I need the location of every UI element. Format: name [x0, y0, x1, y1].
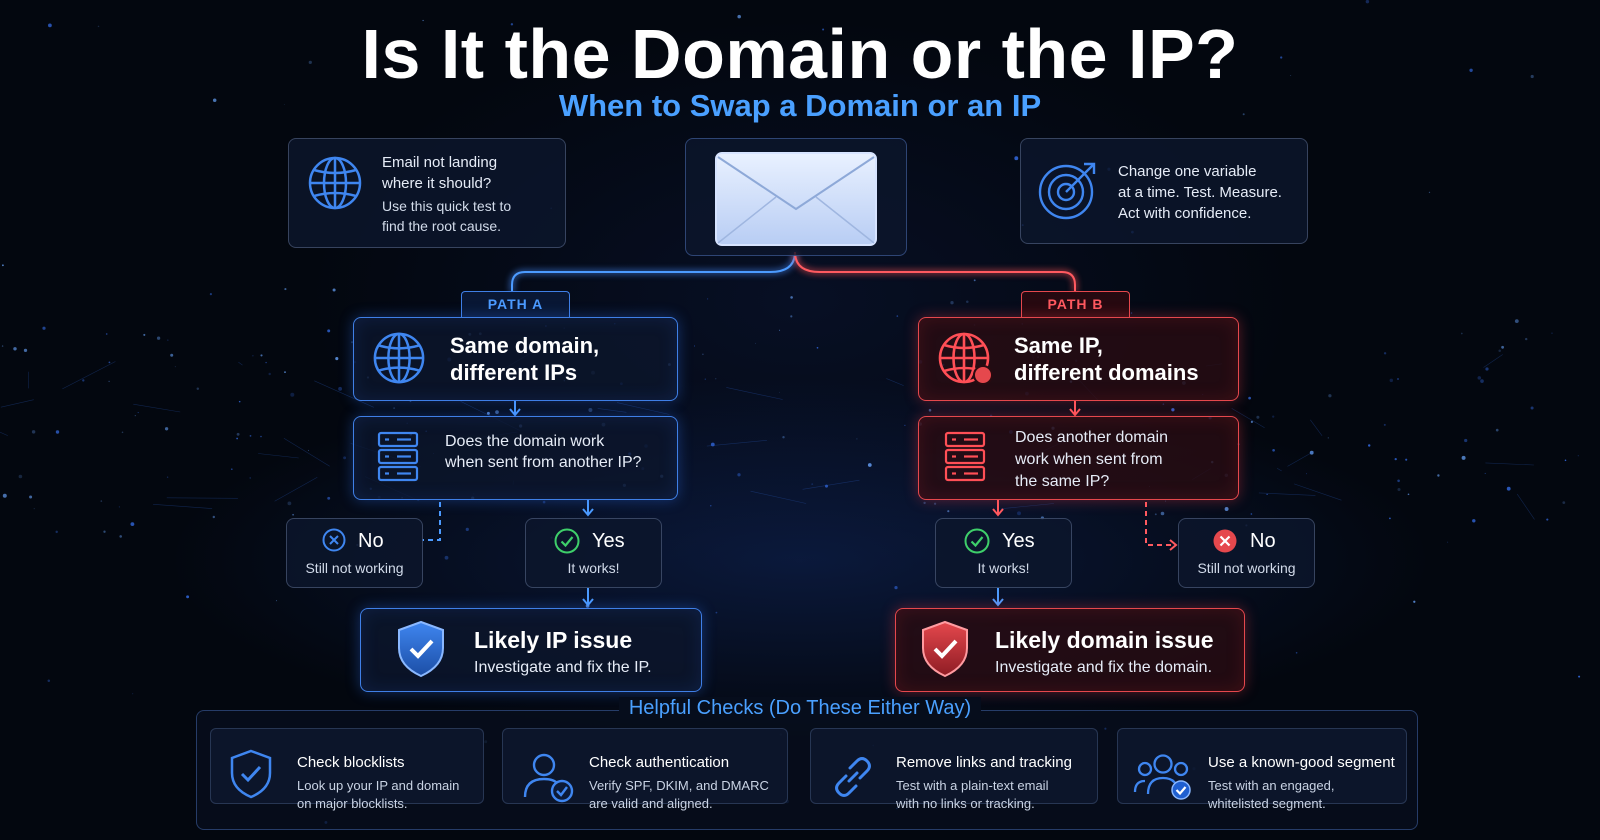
globe-icon — [308, 156, 362, 210]
path-a-yes-sub: It works! — [567, 560, 620, 576]
check-desc-authentication-1: Verify SPF, DKIM, and DMARC — [589, 778, 769, 793]
check-title-links: Remove links and tracking — [896, 754, 1072, 771]
page-title: Is It the Domain or the IP? — [361, 15, 1239, 93]
path-b-yes-sub: It works! — [977, 560, 1030, 576]
globe-alert-icon — [938, 332, 993, 385]
envelope-icon — [715, 152, 877, 246]
path-a-heading-line1: Same domain, — [450, 333, 600, 358]
check-card-authentication — [502, 728, 788, 804]
check-desc-segment-1: Test with an engaged, — [1208, 778, 1335, 793]
path-b-no-label: No — [1250, 530, 1276, 552]
path-b-heading-line2: different domains — [1014, 360, 1199, 385]
check-desc-links-1: Test with a plain-text email — [896, 778, 1049, 793]
check-title-segment: Use a known-good segment — [1208, 754, 1395, 771]
path-b-yes-card — [935, 518, 1072, 588]
path-b-question-line2: work when sent from — [1015, 451, 1163, 468]
globe-icon — [373, 332, 425, 384]
path-b-question-card — [918, 416, 1239, 500]
target-icon — [1038, 162, 1096, 220]
path-a-result-title: Likely IP issue — [474, 627, 633, 653]
intro-left-line4: find the root cause. — [382, 218, 502, 234]
path-a-no-label: No — [358, 530, 384, 552]
intro-left-line1: Email not landing — [382, 154, 498, 171]
path-a-question-line1: Does the domain work — [445, 433, 605, 450]
check-title-authentication: Check authentication — [589, 754, 730, 771]
path-a-heading-line2: different IPs — [450, 360, 578, 385]
helpful-checks-heading: Helpful Checks (Do These Either Way) — [0, 697, 1600, 720]
x-circle-icon — [322, 528, 346, 552]
intro-right-line1: Change one variable — [1118, 163, 1257, 180]
users-check-icon — [1133, 754, 1191, 800]
shield-check-icon — [398, 620, 444, 678]
server-icon — [944, 431, 986, 482]
path-b-question-line3: the same IP? — [1015, 473, 1110, 490]
path-a-question-line2: when sent from another IP? — [445, 454, 642, 471]
path-a-result-sub: Investigate and fix the IP. — [474, 659, 652, 676]
check-circle-icon — [964, 528, 990, 554]
path-b-result-sub: Investigate and fix the domain. — [995, 659, 1213, 676]
intro-right-line3: Act with confidence. — [1118, 205, 1252, 222]
check-card-links — [810, 728, 1098, 804]
check-desc-segment-2: whitelisted segment. — [1208, 796, 1326, 811]
server-icon — [377, 431, 419, 482]
check-card-blocklists — [210, 728, 484, 804]
path-a-no-card — [286, 518, 423, 588]
intro-right-line2: at a time. Test. Measure. — [1118, 184, 1282, 201]
path-b-yes-label: Yes — [1002, 530, 1035, 552]
path-b-result-title: Likely domain issue — [995, 627, 1214, 653]
path-b-tag: PATH B — [1021, 291, 1130, 317]
helpful-checks-heading-text: Helpful Checks (Do These Either Way) — [618, 697, 982, 719]
path-b-question-line1: Does another domain — [1015, 429, 1168, 446]
path-b-no-card — [1178, 518, 1315, 588]
intro-left-line2: where it should? — [382, 175, 492, 192]
check-desc-links-2: with no links or tracking. — [896, 796, 1035, 811]
shield-check-icon — [230, 749, 272, 799]
shield-check-icon — [922, 620, 968, 678]
check-desc-authentication-2: are valid and aligned. — [589, 796, 713, 811]
path-a-yes-label: Yes — [592, 530, 625, 552]
link-icon — [835, 757, 871, 797]
path-a-question-card — [353, 416, 678, 500]
path-b-heading-line1: Same IP, — [1014, 333, 1103, 358]
check-desc-blocklists-1: Look up your IP and domain — [297, 778, 460, 793]
path-b-no-sub: Still not working — [1197, 560, 1296, 576]
path-a-tag: PATH A — [461, 291, 570, 317]
path-a-no-sub: Still not working — [305, 560, 404, 576]
intro-left-line3: Use this quick test to — [382, 198, 512, 214]
check-title-blocklists: Check blocklists — [297, 754, 405, 771]
path-a-yes-card — [525, 518, 662, 588]
page-subtitle: When to Swap a Domain or an IP — [558, 88, 1042, 123]
check-circle-icon — [554, 528, 580, 554]
check-desc-blocklists-2: on major blocklists. — [297, 796, 408, 811]
x-circle-icon — [1213, 529, 1237, 553]
check-card-segment — [1117, 728, 1407, 804]
intro-card-left — [288, 138, 566, 248]
user-check-icon — [523, 753, 574, 803]
